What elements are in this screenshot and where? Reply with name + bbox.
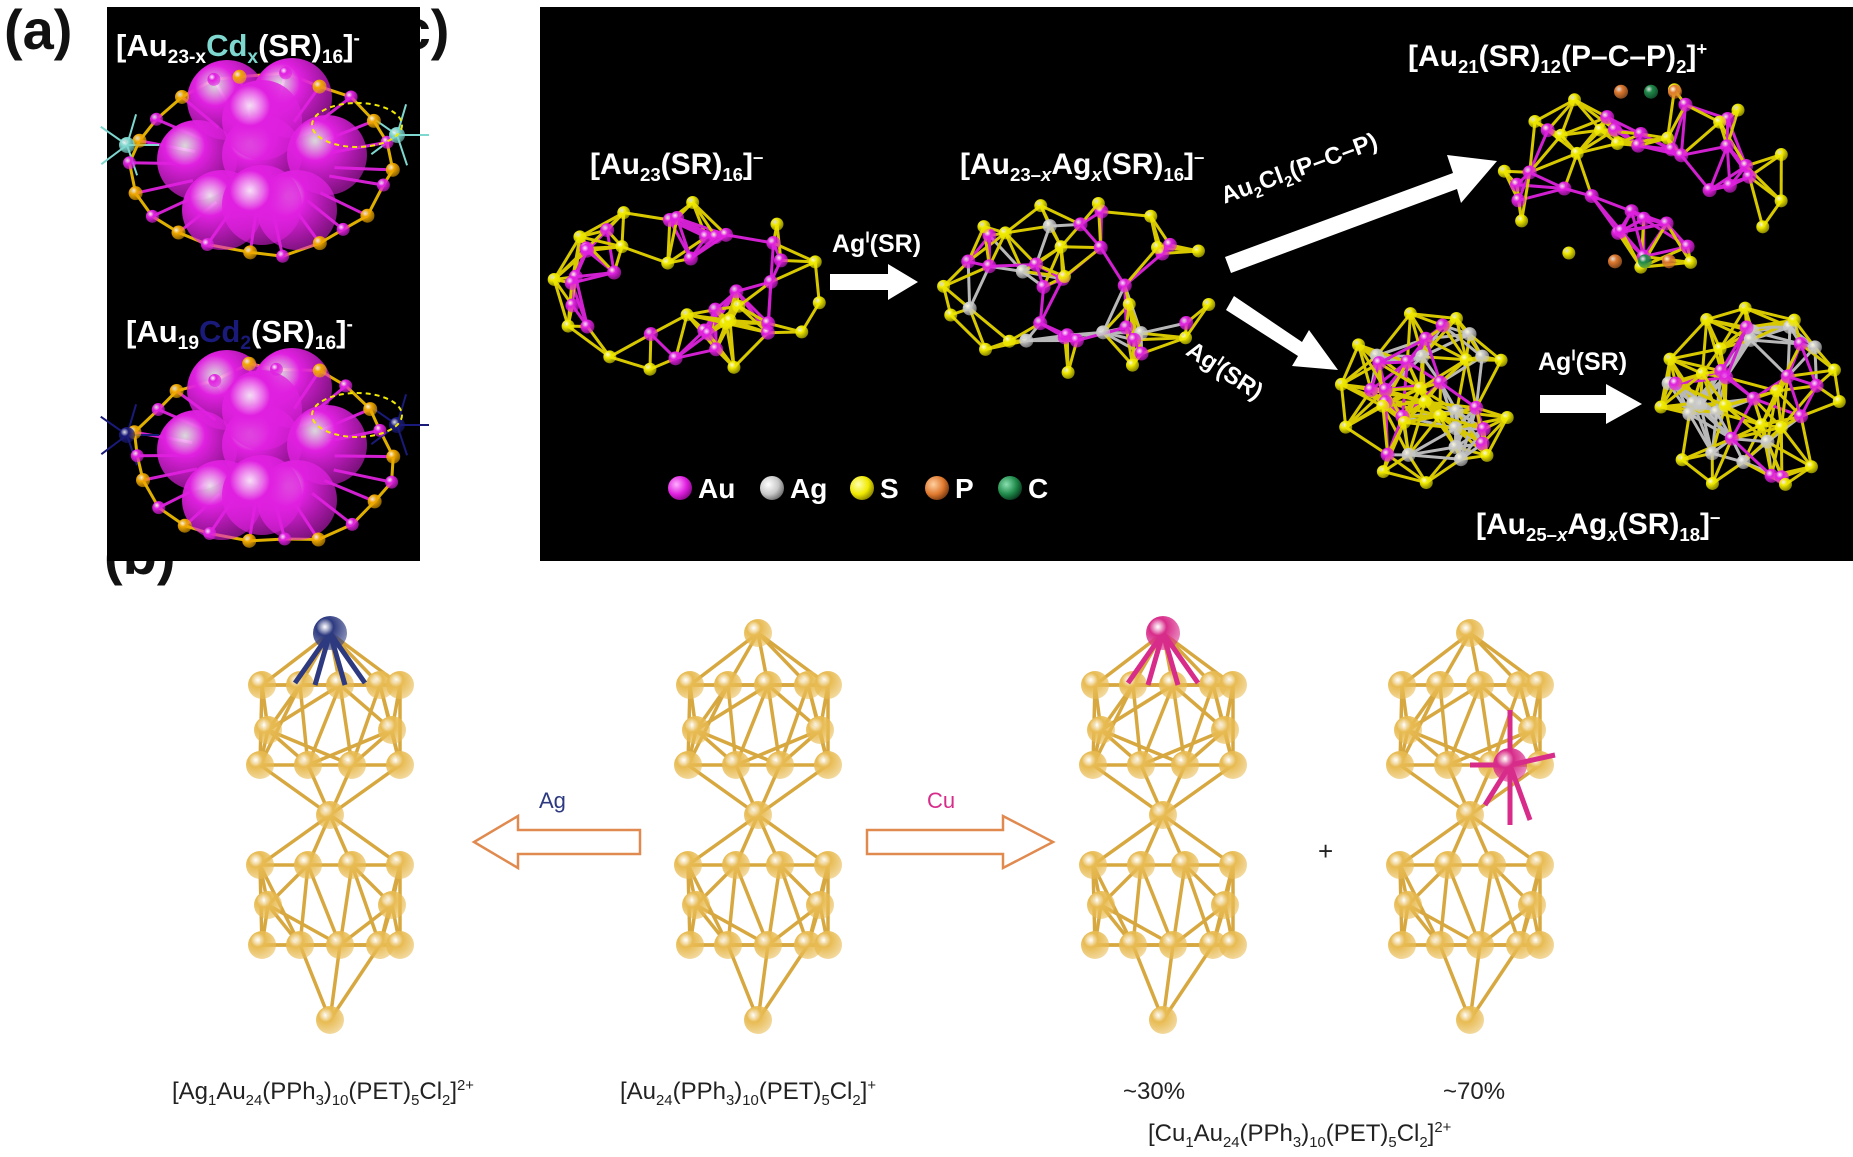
caption-cu-au24: [Cu1Au24(PPh3)10(PET)5Cl2]2+ [1148, 1120, 1452, 1151]
legend-c-dot [998, 476, 1022, 500]
legend-c-label: C [1028, 473, 1049, 504]
legend-p-label: P [955, 473, 974, 504]
panel-a-bottom-formula: [Au19Cd2(SR)16]- [126, 314, 353, 355]
caption-au24: [Au24(PPh3)10(PET)5Cl2]+ [620, 1078, 877, 1109]
legend-ag-dot [760, 476, 784, 500]
legend-au-label: Au [698, 473, 736, 504]
arrow-c-2 [1225, 155, 1497, 273]
cluster-au23cd [100, 58, 429, 263]
legend-au-dot [668, 476, 692, 500]
legend-s-label: S [880, 473, 899, 504]
formula-au25ag: [Au25–xAgx(SR)18]– [1476, 506, 1721, 545]
cluster-c-au25ag [1654, 301, 1846, 491]
legend-p-dot [925, 476, 949, 500]
legend-dots [668, 476, 1022, 500]
rod-ag-au24 [246, 616, 414, 1034]
arrow-c-1-label: AgI(SR) [832, 229, 922, 258]
cluster-c-intermediate [1334, 307, 1514, 490]
panel-a-top-formula: [Au23-xCdx(SR)16]- [116, 28, 360, 69]
plus-sign: + [1318, 836, 1334, 866]
cluster-c-au21 [1497, 83, 1788, 274]
rod-cu-au24-tip [1079, 616, 1247, 1034]
rod-cu-au24-side [1386, 619, 1556, 1034]
formula-au23ag: [Au23–xAgx(SR)16]– [960, 146, 1205, 185]
cluster-c-au23ag [937, 196, 1216, 379]
arrow-c-1 [830, 264, 918, 300]
arrow-right-label: Cu [927, 788, 956, 813]
pct-70: ~70% [1443, 1078, 1506, 1105]
cluster-au19cd2 [100, 348, 429, 548]
arrow-right-cu [865, 813, 1056, 871]
arrow-c-4 [1540, 384, 1642, 424]
formula-au23: [Au23(SR)16]– [590, 146, 764, 185]
rod-au24 [674, 619, 842, 1034]
arrow-c-3 [1226, 296, 1338, 370]
cluster-c-au23 [547, 195, 826, 376]
formula-au21: [Au21(SR)12(P–C–P)2]+ [1408, 38, 1708, 77]
legend-ag-label: Ag [790, 473, 828, 504]
arrow-c-4-label: AgI(SR) [1538, 347, 1628, 376]
pct-30: ~30% [1123, 1078, 1186, 1105]
caption-ag-au24: [Ag1Au24(PPh3)10(PET)5Cl2]2+ [172, 1078, 474, 1109]
legend-s-dot [850, 476, 874, 500]
panel-label-a: (a) [4, 0, 73, 61]
arrow-left-ag [471, 813, 642, 871]
arrow-left-label: Ag [539, 788, 566, 813]
